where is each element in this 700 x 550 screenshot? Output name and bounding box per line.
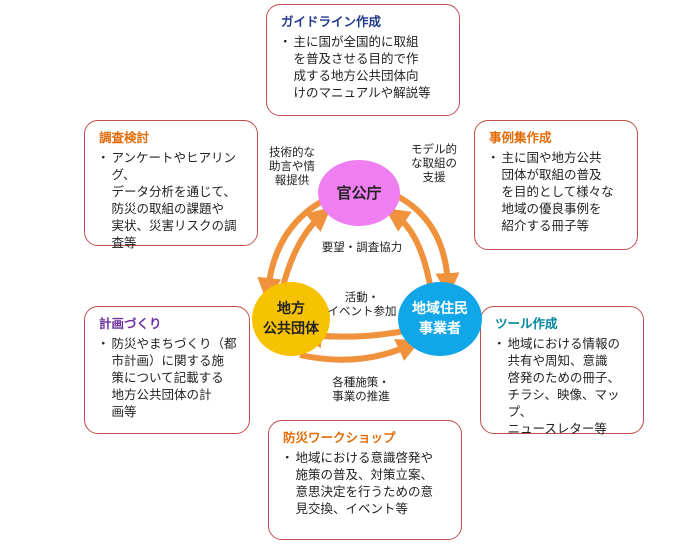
survey-text: アンケートやヒアリング、 データ分析を通じて、 防災の取組の課題や 実状、災害リ… bbox=[111, 150, 237, 250]
casebook-text: 主に国や地方公共 団体が取組の普及 を目的として様々な 地域の優良事例を 紹介す… bbox=[501, 150, 614, 233]
casebook-box: 事例集作成 ・ 主に国や地方公共 団体が取組の普及 を目的として様々な 地域の優… bbox=[474, 120, 638, 250]
arrow-local-to-residents bbox=[299, 339, 421, 363]
arrow-gov-to-residents bbox=[393, 192, 460, 297]
local-gov-node-label: 地方 公共団体 bbox=[263, 301, 319, 337]
workshop-text: 地域における意識啓発や 施策の普及、対策立案、 意思決定を行うための意 見交換、… bbox=[295, 450, 434, 516]
planning-bullet: ・ bbox=[97, 336, 110, 351]
tools-bullet: ・ bbox=[493, 336, 506, 351]
residents-node-label: 地域住民 事業者 bbox=[412, 301, 468, 337]
casebook-bullet: ・ bbox=[487, 150, 500, 165]
label-measures: 各種施策・ 事業の推進 bbox=[332, 375, 390, 403]
tools-text: 地域における情報の 共有や周知、意識 啓発のための冊子、 チラシ、映像、マップ、… bbox=[507, 336, 621, 436]
guideline-title: ガイドライン作成 bbox=[281, 14, 382, 29]
local-gov-node: 地方 公共団体 bbox=[252, 282, 330, 356]
gov-node-label: 官公庁 bbox=[336, 184, 382, 202]
arrow-local-to-gov bbox=[279, 207, 332, 291]
casebook-title: 事例集作成 bbox=[489, 130, 552, 145]
planning-title: 計画づくり bbox=[99, 316, 162, 331]
tools-title: ツール作成 bbox=[495, 316, 558, 331]
gov-node: 官公庁 bbox=[318, 160, 400, 226]
survey-title: 調査検討 bbox=[99, 130, 150, 145]
workshop-bullet: ・ bbox=[281, 450, 294, 465]
guideline-box: ガイドライン作成 ・ 主に国が全国的に取組 を普及させる目的で作 成する地方公共… bbox=[266, 4, 460, 116]
survey-bullet: ・ bbox=[97, 150, 110, 165]
label-model-support: モデル的 な取組の 支援 bbox=[411, 142, 457, 184]
arrow-gov-to-local bbox=[257, 195, 330, 302]
label-tech-advice: 技術的な 助言や情 報提供 bbox=[269, 145, 315, 187]
guideline-bullet: ・ bbox=[279, 34, 292, 49]
survey-box: 調査検討 ・ アンケートやヒアリング、 データ分析を通じて、 防災の取組の課題や… bbox=[84, 120, 258, 250]
planning-box: 計画づくり ・ 防災やまちづくり（都 市計画）に関する施 策について記載する 地… bbox=[84, 306, 250, 434]
workshop-title: 防災ワークショップ bbox=[283, 430, 396, 445]
label-request: 要望・調査協力 bbox=[321, 240, 403, 254]
arrow-residents-to-gov bbox=[385, 208, 433, 286]
guideline-text: 主に国が全国的に取組 を普及させる目的で作 成する地方公共団体向 けのマニュアル… bbox=[293, 34, 431, 100]
workshop-box: 防災ワークショップ ・ 地域における意識啓発や 施策の普及、対策立案、 意思決定… bbox=[268, 420, 462, 540]
planning-text: 防災やまちづくり（都 市計画）に関する施 策について記載する 地方公共団体の計 … bbox=[111, 336, 237, 419]
label-activity: 活動・ イベント参加 bbox=[327, 290, 397, 318]
residents-node: 地域住民 事業者 bbox=[398, 282, 482, 356]
tools-box: ツール作成 ・ 地域における情報の 共有や周知、意識 啓発のための冊子、 チラシ… bbox=[480, 306, 644, 436]
